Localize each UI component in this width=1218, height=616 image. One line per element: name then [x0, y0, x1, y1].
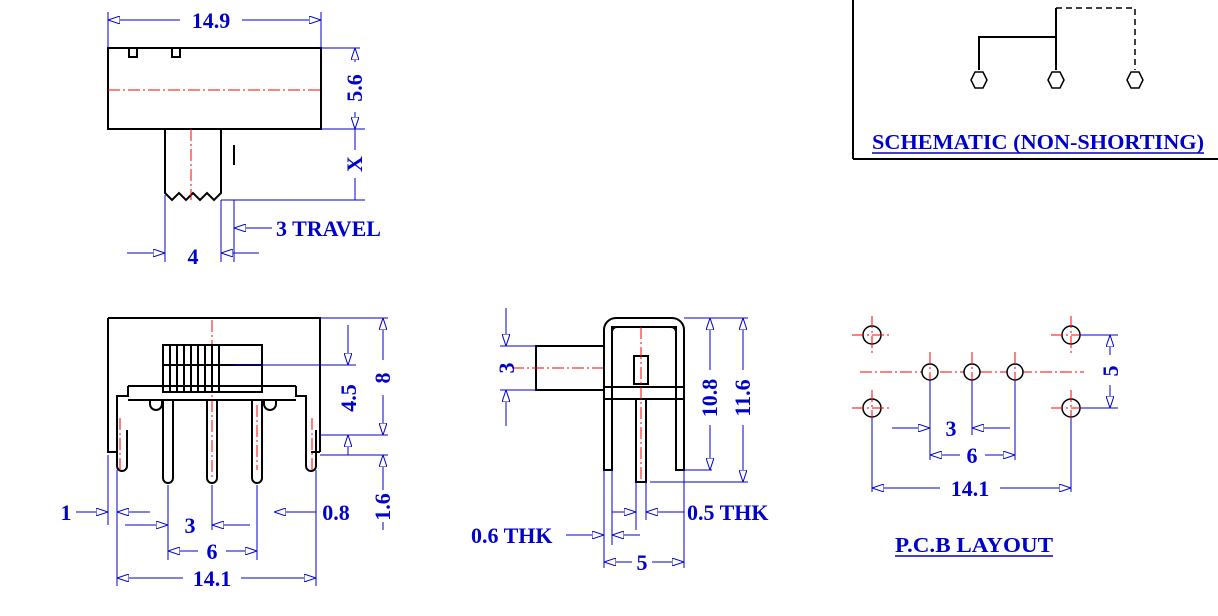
front-lead-2 [206, 400, 218, 484]
dim-3: 3 [185, 513, 196, 538]
top-body-outline [107, 47, 322, 130]
pcb-layout: 5 3 6 14.1 P.C.B LAYOUT [852, 316, 1123, 557]
dim-5-pcb: 5 [1098, 366, 1123, 377]
dim-14-9: 14.9 [192, 8, 231, 33]
dim-0-8: 0.8 [322, 500, 350, 525]
side-view: 3 10.8 11.6 0.6 THK 0.5 THK 5 [471, 308, 769, 575]
dim-4-5: 4.5 [336, 384, 361, 412]
thk-0-6: 0.6 THK [471, 523, 553, 548]
front-view: 4.5 8 1.6 1 0.8 3 6 14.1 [61, 317, 395, 591]
dim-5-side: 5 [637, 550, 648, 575]
front-lead-1 [162, 400, 174, 484]
dim-14-1: 14.1 [193, 566, 232, 591]
pcb-pin-hole [963, 352, 981, 392]
travel-label: 3 TRAVEL [276, 216, 381, 241]
pcb-mount-hole [852, 316, 892, 354]
dim-4: 4 [188, 244, 199, 269]
dim-8: 8 [370, 373, 395, 384]
dim-x: X [342, 156, 367, 172]
top-actuator [164, 129, 222, 202]
pcb-pin-hole [921, 352, 939, 392]
top-notch-left [128, 47, 138, 58]
schematic: SCHEMATIC (NON-SHORTING) [852, 0, 1218, 160]
schematic-title: SCHEMATIC (NON-SHORTING) [872, 130, 1204, 154]
dim-6: 6 [207, 539, 218, 564]
actuator-ribs [169, 345, 220, 392]
dim-3-side: 3 [494, 363, 519, 374]
thk-0-5: 0.5 THK [687, 500, 769, 525]
pcb-mount-hole [1051, 316, 1091, 354]
dim-1-6: 1.6 [370, 493, 395, 521]
side-frame [603, 317, 685, 471]
top-notch-right [171, 47, 181, 58]
front-side-tabs [116, 386, 317, 472]
front-notches [149, 400, 277, 411]
dim-5-6: 5.6 [342, 74, 367, 102]
dim-3-pcb: 3 [946, 416, 957, 441]
front-lead-3 [251, 400, 263, 484]
schematic-terminal-3 [1126, 71, 1144, 89]
dim-6-pcb: 6 [967, 443, 978, 468]
schematic-dashed-wire [1056, 7, 1136, 70]
schematic-terminal-2 [1047, 71, 1065, 89]
dim-11-6: 11.6 [730, 379, 755, 416]
side-lead [635, 399, 647, 483]
dim-1: 1 [61, 500, 72, 525]
dim-14-1-pcb: 14.1 [951, 476, 990, 501]
schematic-terminal-1 [970, 71, 988, 89]
schematic-wire [978, 36, 1056, 70]
pcb-layout-title: P.C.B LAYOUT [895, 533, 1053, 557]
pcb-mount-hole [852, 390, 892, 428]
top-view: 14.9 5.6 X 3 TRAVEL 4 [107, 8, 381, 269]
dim-10-8: 10.8 [697, 379, 722, 418]
